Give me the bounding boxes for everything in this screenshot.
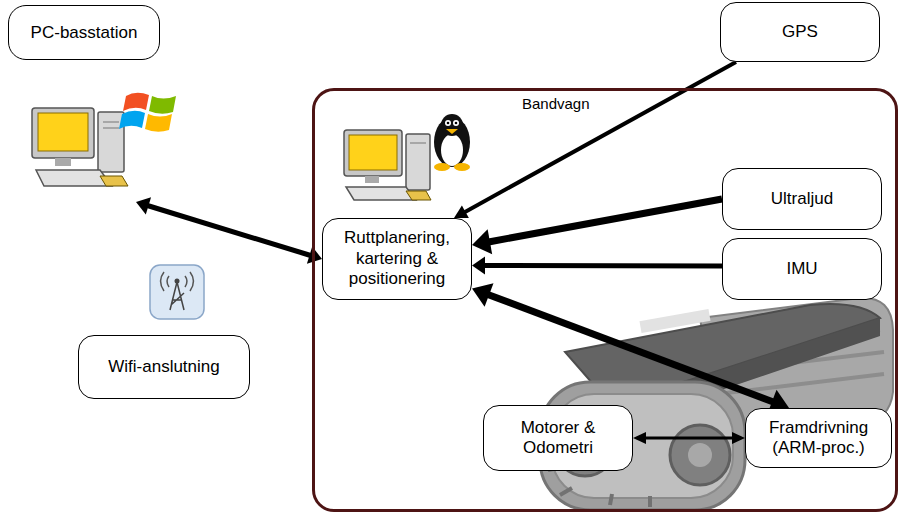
sensor-box: Ultraljud [722, 168, 882, 230]
arrow-head [472, 257, 485, 275]
arrow-head [136, 197, 151, 214]
connector-line [464, 62, 736, 213]
connector-line [487, 199, 722, 242]
arrow-head [732, 432, 745, 444]
station-group: PC-basstation [0, 0, 200, 202]
node-label: PC-basstation [8, 5, 160, 60]
linux-penguin [434, 114, 470, 171]
sensor-box: IMU [722, 238, 882, 300]
node-label: Framdrivning (ARM-proc.) [753, 418, 884, 459]
onboard-pc-icon [344, 130, 431, 200]
arrow-connector [454, 62, 736, 218]
link-box: Wifi-anslutning [78, 335, 250, 399]
pc-icon [32, 108, 128, 186]
arrow-connector [472, 283, 789, 413]
tank-picture [540, 298, 893, 510]
node-label: Bandvagn [522, 95, 590, 112]
controller-box: Framdrivning (ARM-proc.) [745, 408, 892, 468]
vehicle-frame: BandvagnRuttplanering, kartering & posit… [312, 88, 898, 512]
arrow-head [633, 432, 646, 444]
arrow-connector [136, 197, 322, 264]
sensor-box: GPS [720, 2, 880, 62]
node-label: GPS [782, 22, 818, 42]
arrow-head [472, 229, 492, 254]
arrow-connector [472, 257, 722, 275]
node-label: Wifi-anslutning [108, 357, 220, 377]
hardware-box: Motorer & Odometri [483, 405, 633, 471]
node-label: Ruttplanering, kartering & positionering [330, 228, 464, 289]
arrow-head [472, 283, 493, 307]
node-label: IMU [786, 259, 817, 279]
connector-line [483, 263, 722, 268]
process-box: Ruttplanering, kartering & positionering [322, 218, 472, 300]
arrow-connector [633, 432, 745, 444]
windows-logo [119, 93, 176, 132]
arrow-head [454, 205, 469, 218]
wifi-icon [150, 265, 204, 319]
connector-line [644, 437, 734, 440]
connector-line [486, 294, 774, 403]
arrow-connector [472, 199, 722, 254]
connector-line [147, 205, 312, 256]
node-label: Ultraljud [771, 189, 833, 209]
node-label: Motorer & Odometri [491, 418, 625, 459]
